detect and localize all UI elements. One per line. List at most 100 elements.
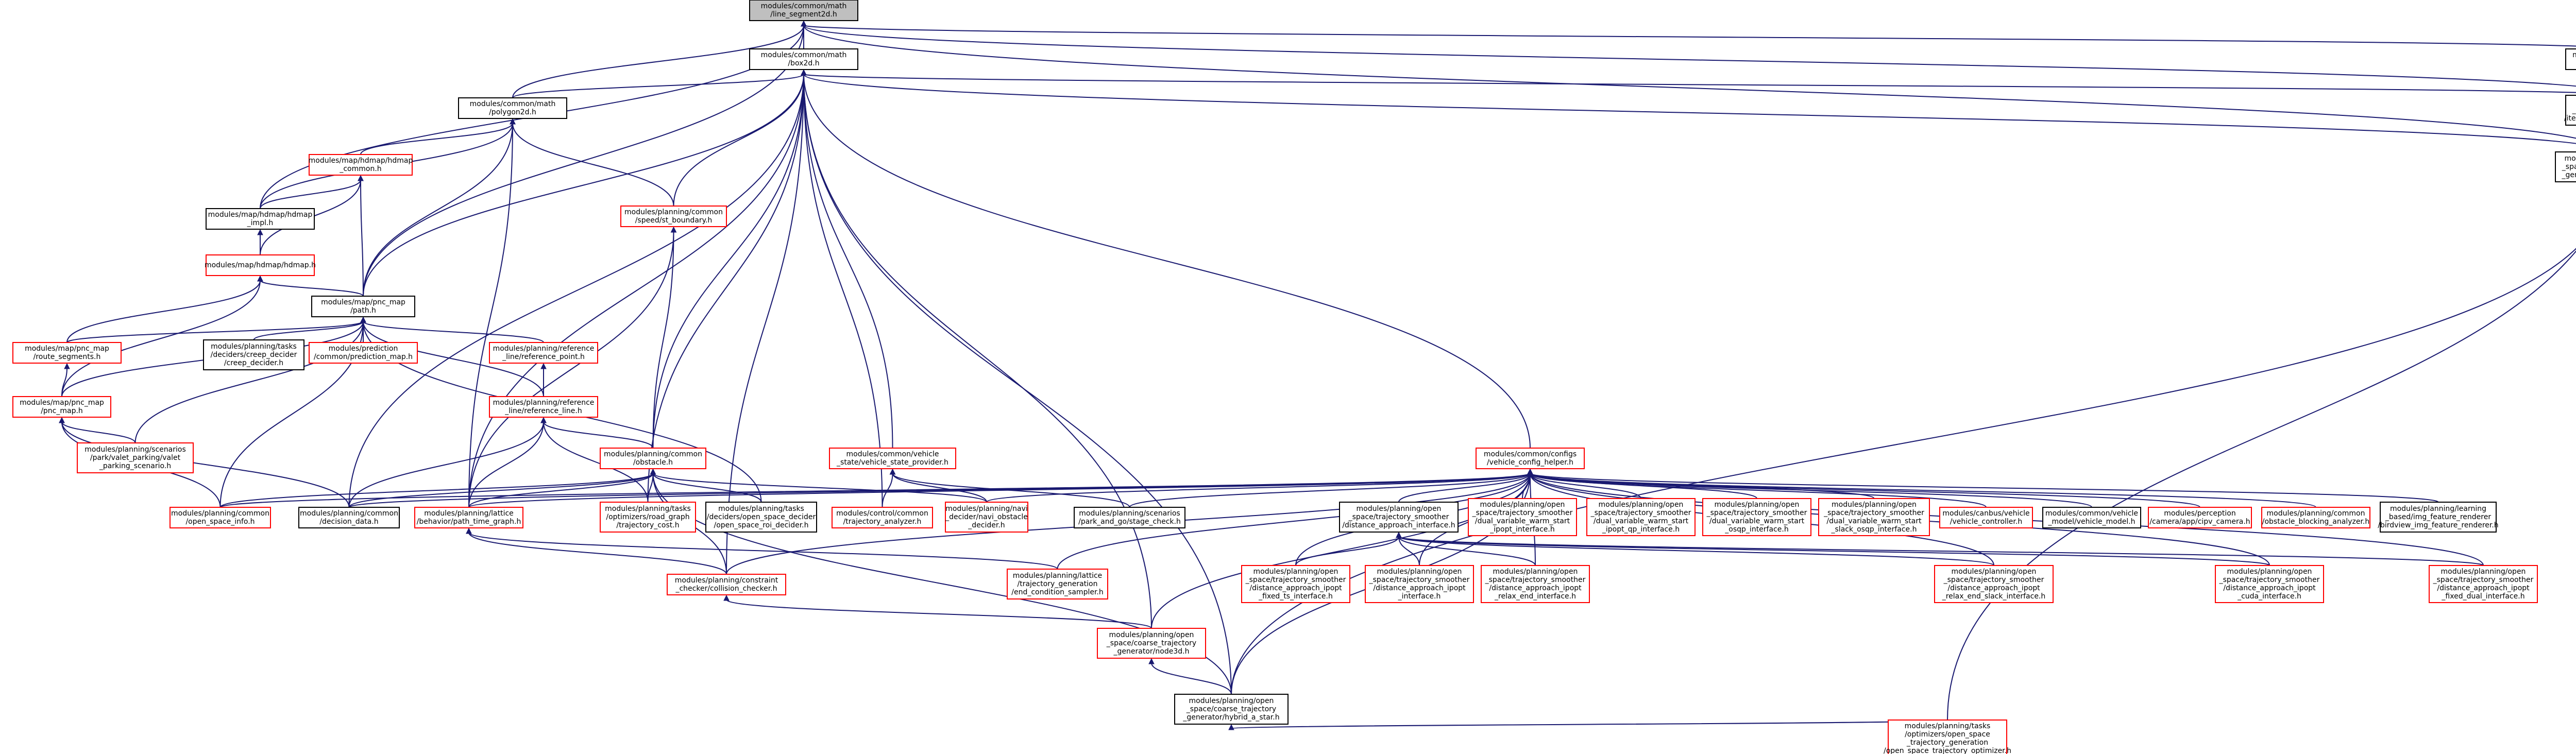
node-pathtime-label-line: /behavior/path_time_graph.h	[417, 518, 521, 526]
node-navi-label-line: _decider/navi_obstacle	[945, 513, 1028, 521]
edge-path-to-polygon	[363, 123, 513, 297]
node-roadgraph-label-line: modules/planning/tasks	[605, 505, 691, 513]
node-vehstate[interactable]: modules/common/vehicle_state/vehicle_sta…	[829, 448, 956, 469]
node-obsblock[interactable]: modules/planning/common/obstacle_blockin…	[2261, 507, 2370, 528]
node-prediction-label-line: modules/prediction	[329, 345, 398, 353]
node-path[interactable]: modules/map/pnc_map/path.h	[311, 296, 415, 317]
node-ipoptif[interactable]: modules/planning/open_space/trajectory_s…	[1365, 565, 1474, 603]
node-ipoptif-label-line: _interface.h	[1398, 592, 1441, 601]
edge-osopt-to-hybrid	[1231, 719, 1948, 729]
edge-grid-to-root	[803, 25, 2576, 139]
node-node3d-label-line: modules/planning/open	[1109, 631, 1194, 639]
node-trajanalyzer-label-line: /trajectory_analyzer.h	[843, 518, 922, 526]
edge-speedbnd-to-polygon	[512, 123, 674, 207]
node-osroi[interactable]: modules/planning/tasks/deciders/open_spa…	[705, 502, 817, 533]
node-refline-label-line: _line/reference_line.h	[504, 407, 582, 415]
node-pathtime-box	[414, 507, 523, 528]
node-refline-box	[489, 396, 598, 418]
node-fixedts-label-line: _space/trajectory_smoother	[1245, 576, 1346, 584]
node-iterative[interactable]: modules/planning/open_space/trajectory_s…	[2564, 95, 2576, 126]
node-valet[interactable]: modules/planning/scenarios/park/valet_pa…	[77, 442, 194, 473]
edge-obstacle-to-speedbnd	[652, 231, 674, 449]
node-relaxend-label-line: modules/planning/open	[1493, 568, 1578, 576]
edge-cudaif-to-distiface	[1398, 536, 2270, 566]
node-refpoint[interactable]: modules/planning/reference_line/referenc…	[489, 342, 598, 364]
node-vehctrl[interactable]: modules/canbus/vehicle/vehicle_controlle…	[1939, 507, 2033, 528]
node-parkgo[interactable]: modules/planning/scenarios/park_and_go/s…	[1074, 507, 1185, 528]
node-navi-box	[945, 502, 1028, 533]
edge-hybrid-to-node3d	[1151, 662, 1232, 695]
node-ipoptif-label-line: modules/planning/open	[1377, 568, 1462, 576]
node-dualwarmosqp[interactable]: modules/planning/open_space/trajectory_s…	[1702, 498, 1811, 536]
node-node3d[interactable]: modules/planning/open_space/coarse_traje…	[1097, 628, 1206, 659]
edge-obstacle-to-box2d	[652, 74, 804, 449]
node-hybrid[interactable]: modules/planning/open_space/coarse_traje…	[1174, 694, 1289, 725]
node-root[interactable]: modules/common/math/line_segment2d.h	[749, 0, 858, 21]
node-speedbnd[interactable]: modules/planning/common/speed/st_boundar…	[620, 205, 727, 227]
node-relaxend[interactable]: modules/planning/open_space/trajectory_s…	[1481, 565, 1590, 603]
node-vehmodel[interactable]: modules/common/vehicle_model/vehicle_mod…	[2042, 507, 2141, 528]
node-dualwarmip[interactable]: modules/planning/open_space/trajectory_s…	[1468, 498, 1577, 536]
node-grid[interactable]: modules/planning/open_space/coarse_traje…	[2555, 151, 2576, 182]
edge-speedbnd-to-box2d	[673, 74, 804, 207]
node-dualwarmslack[interactable]: modules/planning/open_space/trajectory_s…	[1818, 498, 1930, 536]
node-routeseg-label-line: modules/map/pnc_map	[25, 345, 109, 353]
node-polygon[interactable]: modules/common/math/polygon2d.h	[458, 97, 567, 119]
node-fixedts-label-line: modules/planning/open	[1253, 568, 1338, 576]
edge-osopt-to-iterative	[1947, 250, 2576, 721]
node-hdimpl[interactable]: modules/map/hdmap/hdmap_impl.h	[206, 208, 315, 230]
node-endcond[interactable]: modules/planning/lattice/trajectory_gene…	[1007, 569, 1108, 599]
arrowhead-roadgraph-to-refline	[540, 417, 547, 423]
node-obsblock-box	[2261, 507, 2370, 528]
node-vehcfg[interactable]: modules/common/configs/vehicle_config_he…	[1476, 448, 1585, 469]
node-collision[interactable]: modules/planning/constraint_checker/coll…	[667, 574, 786, 595]
node-trajanalyzer[interactable]: modules/control/common/trajectory_analyz…	[832, 507, 933, 528]
node-fixeddual[interactable]: modules/planning/open_space/trajectory_s…	[2429, 565, 2538, 603]
node-obstacle[interactable]: modules/planning/common/obstacle.h	[600, 448, 706, 469]
node-birdview[interactable]: modules/planning/learning_based/img_feat…	[2378, 502, 2499, 533]
node-osopt[interactable]: modules/planning/tasks/optimizers/open_s…	[1884, 719, 2011, 754]
node-polygon-label-line: modules/common/math	[470, 100, 556, 108]
node-dualwarmqp[interactable]: modules/planning/open_space/trajectory_s…	[1586, 498, 1696, 536]
node-dualwarmqp-label-line: modules/planning/open	[1599, 501, 1684, 509]
node-prediction[interactable]: modules/prediction/common/prediction_map…	[309, 342, 418, 364]
node-osopt-label-line: modules/planning/tasks	[1905, 722, 1991, 730]
node-creep[interactable]: modules/planning/tasks/deciders/creep_de…	[203, 339, 304, 370]
node-cudaif[interactable]: modules/planning/open_space/trajectory_s…	[2215, 565, 2324, 603]
node-box2d[interactable]: modules/common/math/box2d.h	[749, 48, 858, 70]
edge-parkgo-to-vehcfg	[1129, 473, 1531, 508]
edge-trajanalyzer-to-box2d	[803, 74, 883, 508]
node-collision-label-line: modules/planning/constraint	[675, 576, 778, 585]
node-vehmodel-label-line: modules/common/vehicle	[2045, 509, 2138, 518]
edge-refline-to-path	[363, 321, 544, 397]
node-creep-label-line: /creep_decider.h	[224, 359, 283, 367]
node-refpoint-box	[489, 342, 598, 364]
node-roadgraph[interactable]: modules/planning/tasks/optimizers/road_g…	[600, 502, 696, 533]
node-pathtime[interactable]: modules/planning/lattice/behavior/path_t…	[414, 507, 523, 528]
node-hdmap[interactable]: modules/map/hdmap/hdmap.h	[205, 254, 316, 276]
node-relaxslack[interactable]: modules/planning/open_space/trajectory_s…	[1934, 565, 2054, 603]
node-valet-label-line: /park/valet_parking/valet	[90, 454, 181, 462]
arrowhead-node3d-to-box2d	[801, 69, 807, 76]
edge-navi-to-vehcfg	[986, 473, 1531, 503]
node-decision[interactable]: modules/planning/common/decision_data.h	[298, 507, 400, 528]
node-camera[interactable]: modules/perception/camera/app/cipv_camer…	[2148, 507, 2252, 528]
node-distiface[interactable]: modules/planning/open_space/trajectory_s…	[1339, 502, 1459, 533]
node-openspace[interactable]: modules/planning/common/open_space_info.…	[170, 507, 271, 528]
node-cuda[interactable]: modules/map/pnc_map/cuda_util.h	[2565, 48, 2576, 70]
edge-endcond-to-vehcfg	[1057, 473, 1531, 570]
node-hdmapcommon[interactable]: modules/map/hdmap/hdmap_common.h	[309, 154, 413, 176]
edge-polygon-to-box2d	[512, 74, 804, 98]
node-speedbnd-box	[620, 205, 727, 227]
edge-iterative-to-box2d	[803, 74, 2576, 93]
node-routeseg[interactable]: modules/map/pnc_map/route_segments.h	[12, 342, 122, 364]
node-navi[interactable]: modules/planning/navi_decider/navi_obsta…	[945, 502, 1028, 533]
node-fixeddual-label-line: _fixed_dual_interface.h	[2441, 592, 2524, 601]
node-path-label-line: /path.h	[350, 306, 376, 315]
node-camera-label-line: /camera/app/cipv_camera.h	[2149, 518, 2250, 526]
edge-pathtime-to-refline	[468, 421, 544, 508]
node-refline[interactable]: modules/planning/reference_line/referenc…	[489, 396, 598, 418]
node-dualwarmosqp-label-line: /dual_variable_warm_start	[1709, 517, 1805, 525]
node-fixedts[interactable]: modules/planning/open_space/trajectory_s…	[1241, 565, 1350, 603]
node-pncmap[interactable]: modules/map/pnc_map/pnc_map.h	[12, 396, 111, 418]
